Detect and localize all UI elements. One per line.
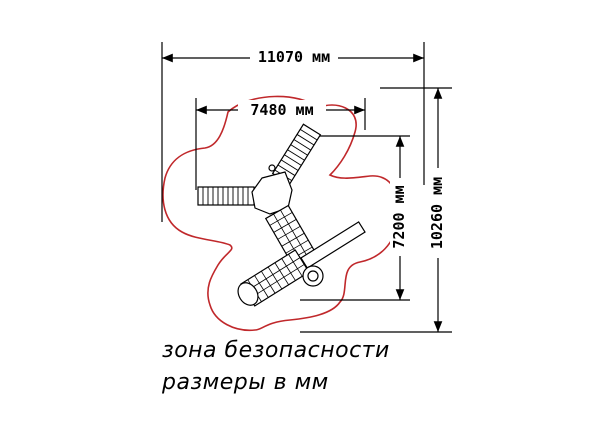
- junction-node: [302, 265, 324, 287]
- safety-zone-outline: [162, 95, 400, 331]
- inner-height-label: 7200 мм: [390, 185, 408, 248]
- tunnel-end: [237, 282, 259, 306]
- overall-height-label: 10260 мм: [428, 177, 446, 249]
- caption-safety-zone: зона безопасности: [162, 338, 390, 363]
- dimension-inner-width: 7480 мм: [195, 98, 366, 190]
- dimension-overall-width: 11070 мм: [161, 42, 425, 222]
- caption-units: размеры в мм: [162, 370, 329, 395]
- overall-width-label: 11070 мм: [258, 48, 330, 66]
- left-stair: [197, 186, 255, 206]
- playground-equipment: [197, 123, 366, 307]
- dimension-inner-height: 7200 мм: [300, 135, 410, 301]
- upper-stair: [271, 123, 322, 185]
- dimension-overall-height: 10260 мм: [300, 87, 452, 333]
- slide: [300, 221, 366, 269]
- inner-width-label: 7480 мм: [250, 101, 313, 119]
